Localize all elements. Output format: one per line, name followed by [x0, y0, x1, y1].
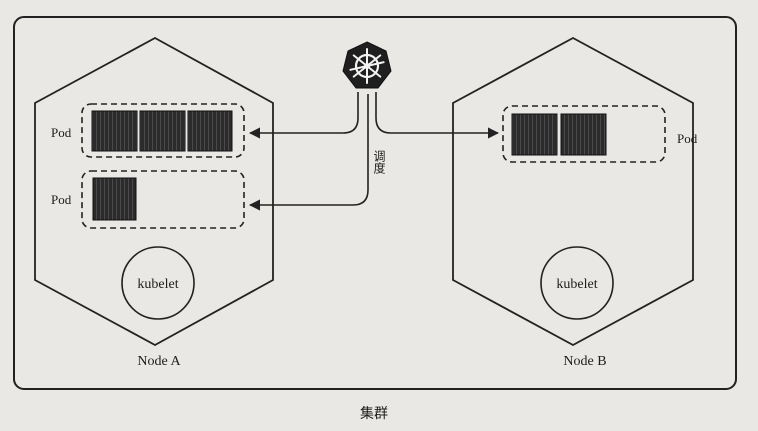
scheduling-arrows: [248, 92, 500, 211]
node-a-pod-2: Pod: [51, 170, 245, 229]
node-a-label: Node A: [137, 354, 181, 369]
pod-label: Pod: [51, 192, 72, 207]
kubelet-label: kubelet: [137, 277, 178, 292]
kubelet-circle: [121, 246, 195, 320]
node-a-pod-1: Pod: [51, 103, 245, 158]
kubernetes-helm-icon: [342, 41, 392, 89]
node-b-hexagon: [452, 36, 694, 347]
node-a-hexagon: [34, 36, 274, 347]
node-b-kubelet: kubelet: [540, 246, 614, 320]
kubelet-label: kubelet: [556, 277, 597, 292]
kubelet-circle: [540, 246, 614, 320]
container-box: [511, 113, 558, 156]
pod-boundary: [502, 105, 666, 163]
container-box: [139, 110, 186, 152]
pod-label: Pod: [51, 125, 72, 140]
pod-boundary: [81, 103, 245, 158]
arrow-to-node-b-pod: [375, 92, 500, 139]
pod-label: Pod: [677, 131, 698, 146]
container-box: [92, 177, 137, 221]
container-box: [560, 113, 607, 156]
arrow-to-node-a-pod-2: [248, 94, 369, 211]
node-a-kubelet: kubelet: [121, 246, 195, 320]
schedule-edge-label: 调度: [372, 150, 386, 174]
cluster-boundary: [13, 16, 737, 390]
container-box: [187, 110, 233, 152]
cluster-label: 集群: [360, 405, 388, 422]
node-b-pod-1: Pod: [502, 105, 698, 163]
node-b-label: Node B: [563, 354, 606, 369]
container-box: [91, 110, 138, 152]
pod-boundary: [81, 170, 245, 229]
arrow-to-node-a-pod-1: [248, 92, 359, 139]
